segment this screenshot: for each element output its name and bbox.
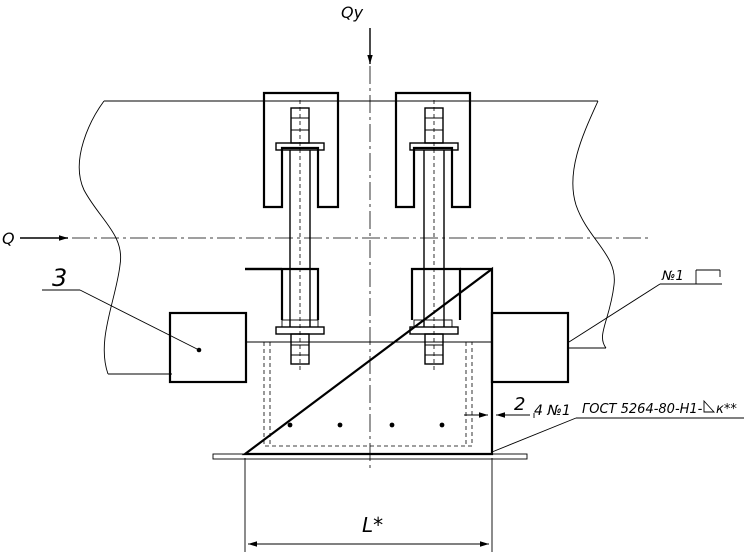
beam-outline xyxy=(78,100,615,375)
gap-dimension-label: 2 xyxy=(514,394,525,415)
part-number-label: 3 xyxy=(52,264,67,292)
left-clamp xyxy=(262,91,340,372)
weld-mark-label: №1 xyxy=(661,269,684,284)
weld-spec-label: ГОСТ 5264-80-Н1- xyxy=(582,402,703,417)
load-axes xyxy=(20,28,650,470)
load-vertical-label: Qy xyxy=(341,3,364,22)
support-block xyxy=(212,266,528,460)
weld-leg-label: к** xyxy=(716,402,737,417)
side-tubes xyxy=(168,311,570,384)
weld-triangle-icon xyxy=(703,399,716,413)
length-dimension-label: L* xyxy=(362,513,383,537)
leaders xyxy=(42,269,744,453)
load-horizontal-label: Q xyxy=(2,229,15,248)
weld-count-label: 4 №1 xyxy=(534,403,571,419)
right-clamp xyxy=(394,91,472,372)
dimensions xyxy=(244,412,530,552)
